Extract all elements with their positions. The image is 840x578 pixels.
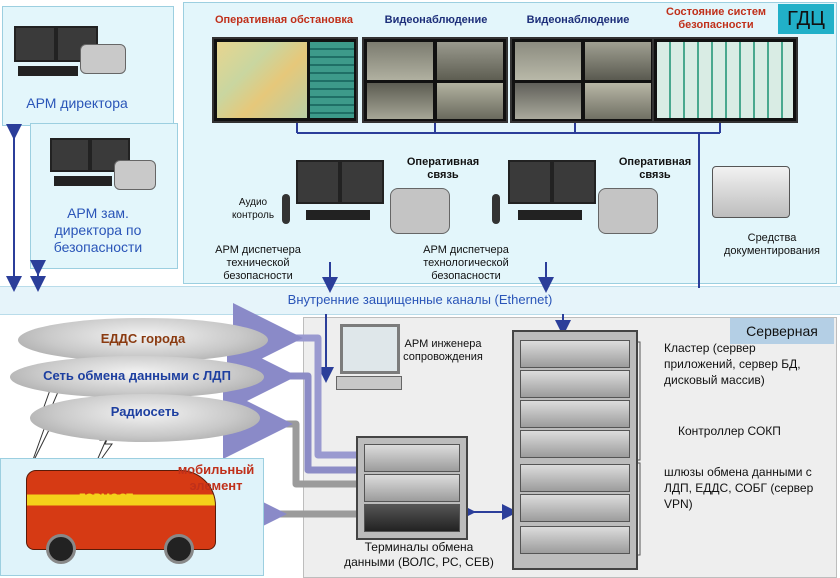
- screen-label-2: Видеонаблюдение: [384, 14, 488, 26]
- audio-control-label: Аудио контроль: [231, 197, 275, 221]
- gdc-badge: ГДЦ: [778, 4, 834, 34]
- cloud-radio: [30, 394, 260, 442]
- cluster-rack: [512, 330, 638, 570]
- cloud-edds-label: ЕДДС города: [100, 331, 186, 346]
- microphone-2-icon: [492, 194, 500, 224]
- cluster-label: Кластер (сервер приложений, сервер БД, д…: [664, 341, 801, 387]
- phone-2-icon: [598, 188, 658, 234]
- microphone-1-icon: [282, 194, 290, 224]
- comm-1-label: Оперативная связь: [406, 156, 480, 181]
- engineer-workstation-icon: [336, 324, 406, 406]
- mobile-label: мобильный элемент: [177, 462, 255, 493]
- cloud-edds: [18, 318, 268, 362]
- phone-1-icon: [390, 188, 450, 234]
- ethernet-channel-bar: [0, 286, 840, 315]
- deputy-phone-icon: [114, 160, 156, 190]
- server-room-title: Серверная: [730, 318, 834, 344]
- gateways-label: шлюзы обмена данными с ЛДП, ЕДДС, СОБГ (…: [664, 465, 814, 511]
- vehicle-text: ГОРМОСТ: [79, 492, 133, 504]
- cloud-radio-label: Радиосеть: [110, 404, 180, 419]
- deputy-workstation-icon: [50, 138, 146, 194]
- terminals-rack: [356, 436, 468, 540]
- deputy-label: АРМ зам. директора по безопасности: [53, 205, 143, 255]
- screen-label-4: Состояние систем безопасности: [666, 6, 766, 31]
- director-label: АРМ директора: [26, 95, 128, 111]
- director-phone-icon: [80, 44, 126, 74]
- screen-map: [212, 37, 358, 123]
- screen-label-1: Оперативная обстановка: [214, 14, 354, 26]
- dispatcher-2-workstation-icon: [508, 160, 596, 226]
- dispatcher-1-label: АРМ диспетчера технической безопасности: [215, 244, 301, 282]
- engineer-label: АРМ инженера сопровождения: [403, 338, 483, 363]
- ethernet-channel-label: Внутренние защищенные каналы (Ethernet): [287, 292, 553, 307]
- printer-icon: [712, 166, 790, 218]
- wheel-front: [46, 534, 76, 564]
- controller-label: Контроллер СОКП: [678, 424, 781, 438]
- screen-label-3: Видеонаблюдение: [526, 14, 630, 26]
- terminals-label: Терминалы обмена данными (ВОЛС, РС, СЕВ): [344, 540, 494, 569]
- dispatcher-2-label: АРМ диспетчера технологической безопасно…: [423, 244, 509, 282]
- cloud-ldp: [10, 356, 264, 398]
- comm-2-label: Оперативная связь: [618, 156, 692, 181]
- printer-label: Средства документирования: [723, 232, 821, 257]
- screen-video-1: [362, 37, 508, 123]
- wheel-rear: [164, 534, 194, 564]
- cloud-ldp-label: Сеть обмена данными с ЛДП: [43, 368, 231, 383]
- screen-video-2: [510, 37, 656, 123]
- dispatcher-1-workstation-icon: [296, 160, 384, 226]
- screen-security-status: [652, 37, 798, 123]
